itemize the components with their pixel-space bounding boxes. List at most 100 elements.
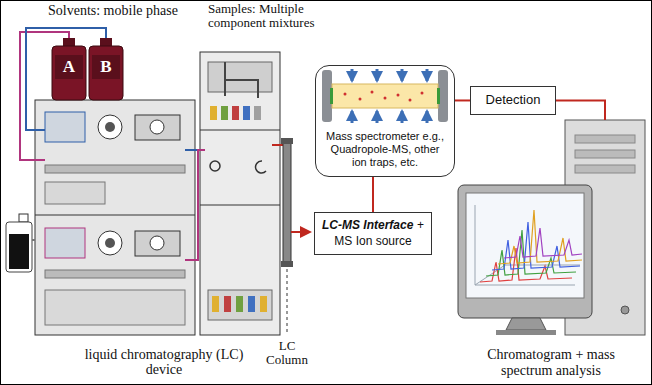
pump-module xyxy=(105,122,115,132)
autosampler-module xyxy=(224,296,231,312)
pump-module xyxy=(35,100,195,335)
bottle-label: B xyxy=(92,55,120,79)
ms-illustration xyxy=(352,69,427,123)
autosampler-module xyxy=(221,106,228,120)
mass-spectrometer-box: Mass spectrometer e.g., Quadropole-MS, o… xyxy=(315,65,455,177)
node-text: Detection xyxy=(486,92,541,107)
interface-box: LC-MS Interface+ MS Ion source xyxy=(314,212,432,255)
pump-module xyxy=(150,120,164,134)
solvent-jug xyxy=(6,222,32,272)
solvent-jug xyxy=(19,214,28,222)
autosampler-module xyxy=(212,296,219,312)
autosampler-module xyxy=(200,205,280,206)
autosampler-module xyxy=(256,161,266,173)
ms-illustration xyxy=(351,111,354,123)
ms-illustration xyxy=(351,69,354,81)
pump-module xyxy=(98,115,122,139)
solvent-bottle xyxy=(52,38,123,100)
label-text: liquid chromatography (LC) device xyxy=(85,347,244,377)
pump-module xyxy=(105,238,115,248)
pump-module xyxy=(45,165,185,173)
autosampler-module xyxy=(225,62,258,98)
ms-illustration xyxy=(401,69,404,81)
ms-illustration xyxy=(322,70,332,122)
tubing xyxy=(20,28,287,260)
lc-column xyxy=(291,231,310,233)
computer xyxy=(458,185,592,318)
computer xyxy=(621,306,629,314)
pump-module xyxy=(135,115,180,140)
computer xyxy=(506,318,546,330)
tubing xyxy=(20,32,69,160)
pump-module xyxy=(45,228,85,258)
autosampler-module xyxy=(236,296,243,312)
node-text: A xyxy=(63,57,75,77)
pump-module xyxy=(45,270,185,278)
node-text: B xyxy=(100,57,111,77)
ms-illustration xyxy=(371,91,374,94)
section-label: Solvents: mobile phase xyxy=(48,3,218,18)
pump-module xyxy=(45,182,105,204)
ms-illustration xyxy=(322,69,448,123)
pump-module xyxy=(35,215,195,216)
lc-column xyxy=(281,261,293,267)
computer xyxy=(458,120,645,335)
ms-illustration xyxy=(426,111,429,123)
ms-illustration xyxy=(376,69,379,81)
tubing xyxy=(26,28,106,130)
solvent-bottle xyxy=(55,55,83,79)
pump-module xyxy=(35,100,195,335)
computer xyxy=(504,228,582,258)
signal-line xyxy=(556,100,605,120)
label-text: Solvents: mobile phase xyxy=(48,3,178,18)
ms-illustration xyxy=(359,98,362,101)
solvent-jug xyxy=(9,234,29,269)
solvent-jug xyxy=(32,239,35,241)
lc-column xyxy=(283,140,291,265)
section-label: Samples: Multiple component mixtures xyxy=(208,2,330,31)
lc-column xyxy=(287,269,288,335)
computer xyxy=(498,210,582,264)
computer xyxy=(466,193,584,298)
autosampler-module xyxy=(210,161,220,171)
autosampler-module xyxy=(210,106,217,120)
signal-line xyxy=(455,99,470,101)
lc-column xyxy=(281,138,293,144)
column-label: LC Column xyxy=(259,339,315,368)
autosampler-module xyxy=(200,130,280,131)
autosampler-module xyxy=(232,106,239,120)
pump-module xyxy=(135,231,180,256)
detection-box: Detection xyxy=(470,86,556,115)
computer xyxy=(575,165,635,173)
ms-illustration xyxy=(426,69,429,81)
ms-illustration xyxy=(332,84,438,108)
ms-illustration xyxy=(344,93,347,96)
pump-module xyxy=(45,290,185,325)
ms-illustration xyxy=(401,111,404,123)
device-label: liquid chromatography (LC) device xyxy=(84,347,244,378)
node-text: LC-MS Interface xyxy=(322,218,413,232)
node-text: Mass spectrometer e.g., Quadropole-MS, o… xyxy=(326,130,444,168)
tubing xyxy=(185,150,205,260)
pump-module xyxy=(98,231,122,255)
autosampler-module xyxy=(243,106,250,120)
computer xyxy=(496,330,556,335)
computer xyxy=(575,135,635,143)
autosampler-module xyxy=(208,62,272,92)
ms-illustration xyxy=(397,94,400,97)
ms-illustration xyxy=(376,111,379,123)
label-text: Samples: Multiple component mixtures xyxy=(208,1,315,30)
ms-illustration xyxy=(438,70,448,122)
solvent-jug xyxy=(6,214,35,272)
solvent-bottle xyxy=(92,55,120,79)
ms-illustration xyxy=(421,92,424,95)
autosampler-module xyxy=(200,52,280,335)
autosampler-module xyxy=(200,52,280,335)
signal-line xyxy=(372,177,374,212)
bottle-label: A xyxy=(55,55,83,79)
ms-illustration xyxy=(384,97,387,100)
